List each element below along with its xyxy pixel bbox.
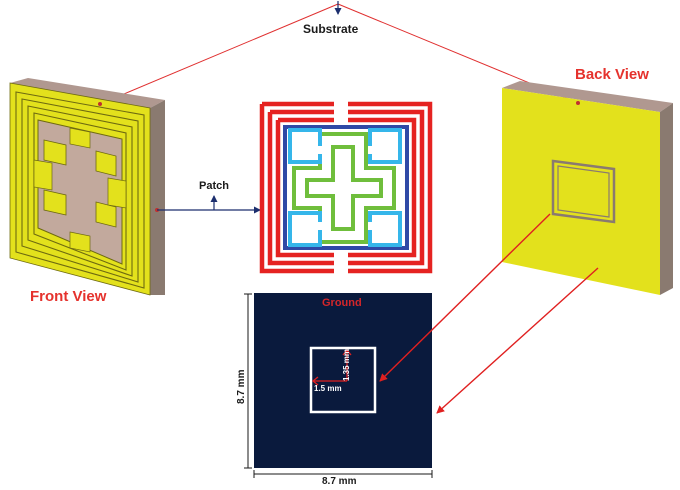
back-view-board (502, 81, 673, 295)
back-board-face (502, 88, 660, 295)
back-board-side-edge (660, 103, 673, 295)
back-slot-outer (551, 159, 616, 224)
back-view-label: Back View (575, 66, 649, 83)
patch-green-cross (292, 132, 396, 244)
patch-label: Patch (199, 180, 229, 192)
inner-ring-blue (283, 125, 409, 250)
side-width-label: 8.7 mm (322, 476, 357, 487)
outer-meander-ring-red (259, 101, 433, 274)
front-view-label: Front View (30, 288, 107, 305)
patch-cyan-gaps (316, 146, 374, 230)
front-patch-holes (43, 139, 117, 228)
front-view-board (9, 78, 165, 296)
dimension-lines (244, 293, 433, 478)
slot-height-label: 1.35 mm (342, 348, 351, 381)
ground-plane (254, 293, 432, 468)
front-board-top-edge (10, 78, 165, 108)
back-to-ground-arrows (379, 213, 599, 414)
patch-pointer (157, 195, 261, 214)
slot-width-label: 1.5 mm (314, 384, 342, 393)
ground-slot (309, 346, 377, 414)
substrate-label: Substrate (303, 22, 359, 36)
front-board-meander-traces (15, 91, 145, 289)
back-board-top-edge (502, 81, 673, 112)
front-board-side-edge (150, 100, 165, 295)
back-slot-inner (557, 165, 610, 218)
patch-layout (259, 101, 433, 274)
side-height-label: 8.7 mm (236, 369, 247, 404)
ground-label: Ground (322, 297, 362, 309)
